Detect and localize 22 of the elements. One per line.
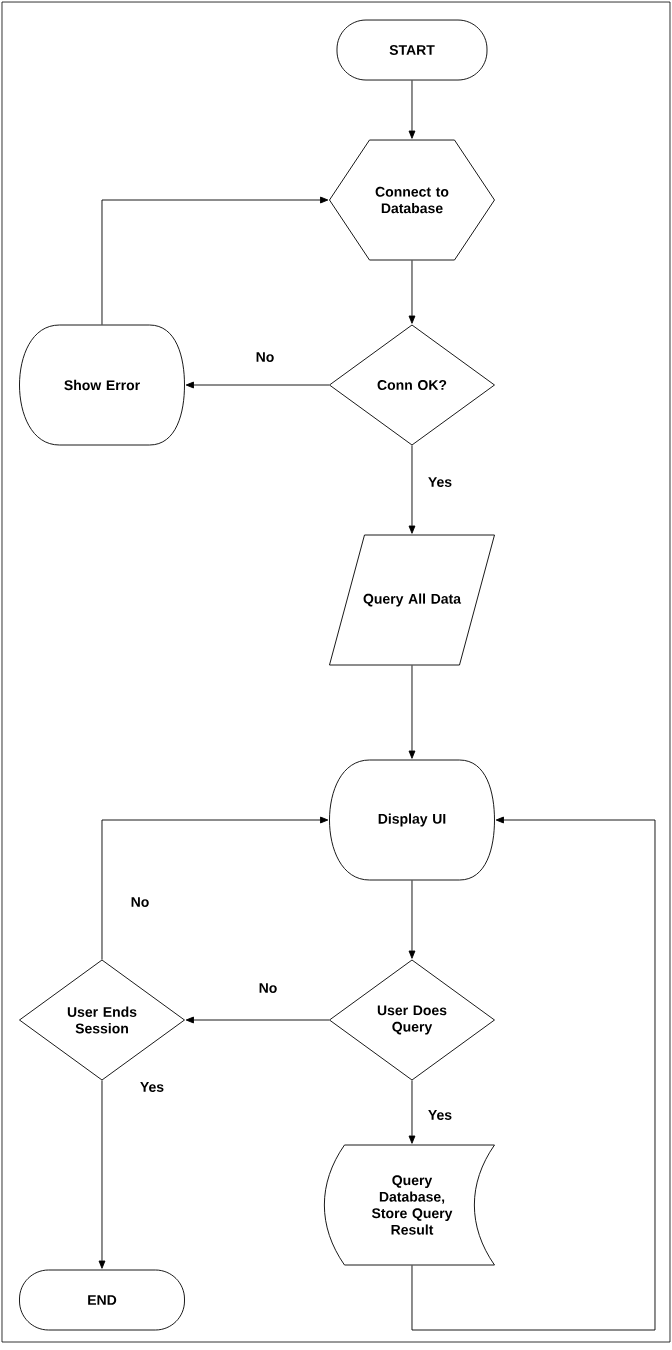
terminal-box: END [19,1269,185,1331]
arrow [101,816,329,960]
preparation-hexagon: Connect to Database [329,139,495,261]
edge-label: No [128,895,152,909]
arrow [408,80,416,139]
arrow [185,1016,330,1024]
arrow [411,816,656,1331]
arrow [408,880,416,959]
arrow [101,196,329,325]
data-parallelogram: Query All Data [329,534,495,666]
arrow [98,1080,106,1269]
edge-label: Yes [425,1108,455,1122]
edge-label: Yes [137,1080,167,1094]
arrow [185,381,330,389]
arrow [408,1080,416,1144]
terminal-box: START [336,19,488,81]
edge-label: No [253,350,277,364]
edge-label: Yes [425,475,455,489]
arrow [408,445,416,534]
edge-label: No [256,981,280,995]
arrow [408,260,416,324]
arrow [408,665,416,759]
